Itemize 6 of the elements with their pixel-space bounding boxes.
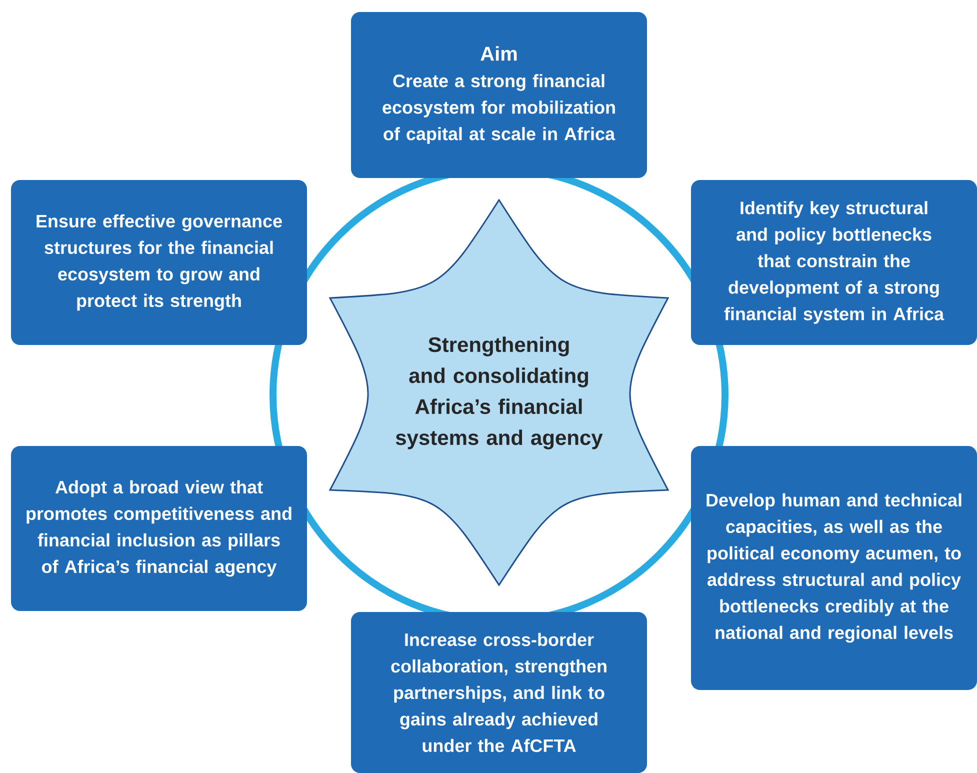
text-box: Identify key structural and policy bottlenecks that constrain the development of a strong financial system in Africa bbox=[691, 180, 977, 345]
text-box: Increase cross-border collaboration, strengthen partnerships, and link to gains already achieved under the AfCFTA bbox=[351, 612, 647, 773]
text-box: Aim Create a strong financial ecosystem for mobilization of capital at scale in Africa bbox=[351, 12, 647, 178]
text-box: Ensure effective governance structures for the financial ecosystem to grow and protect its strength bbox=[11, 180, 307, 345]
text-box: Develop human and technical capacities, as well as the political economy acumen, to address structural and policy bottlenecks credibly at the national and regional levels bbox=[691, 446, 977, 690]
text-box: Adopt a broad view that promotes competitiveness and financial inclusion as pillars of Africa’s financial agency bbox=[11, 446, 307, 611]
